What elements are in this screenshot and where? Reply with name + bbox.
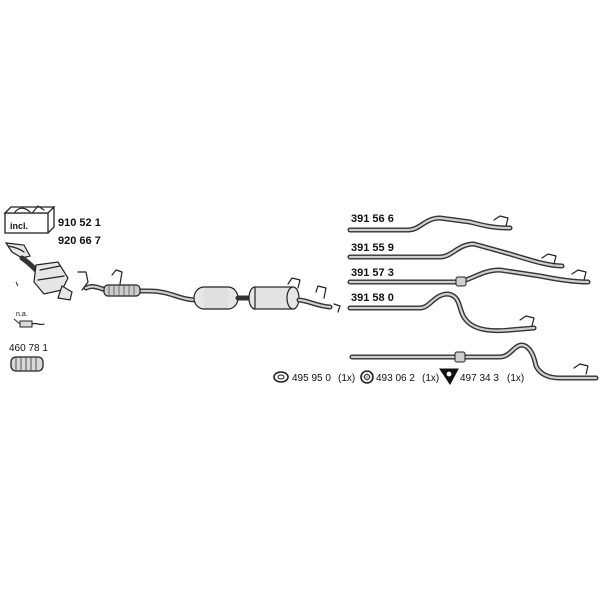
fitting-qty: (1x): [422, 373, 439, 384]
tailpipe-part-number: 391 58 0: [351, 292, 394, 304]
tailpipe-391-56-6-icon: [347, 215, 513, 233]
kit-part-number: 920 66 7: [58, 235, 101, 247]
mounting-kit-box-icon: incl.: [3, 205, 56, 234]
gasket-ring-icon: [360, 370, 374, 384]
tailpipe-391-57-3-icon: [347, 267, 591, 287]
kit-part-number: 910 52 1: [58, 217, 101, 229]
rear-pipe-icon: [349, 342, 599, 381]
hanger-mount-icon: [439, 368, 459, 385]
tailpipe-part-number: 391 57 3: [351, 267, 394, 279]
lambda-sensor-icon: [13, 318, 45, 328]
flex-clamp-icon: [10, 356, 44, 372]
fitting-qty: (1x): [338, 373, 355, 384]
clamp-part-number: 460 78 1: [9, 343, 48, 354]
tailpipe-part-number: 391 56 6: [351, 213, 394, 225]
sensor-na-label: n.a.: [16, 311, 28, 318]
tailpipe-391-58-0-icon: [347, 291, 537, 334]
rubber-ring-icon: [273, 371, 289, 383]
tailpipe-391-55-9-icon: [347, 241, 565, 269]
main-exhaust-assembly-icon: [77, 269, 341, 313]
fitting-part-number: 493 06 2: [376, 373, 415, 384]
fitting-part-number: 497 34 3: [460, 373, 499, 384]
fitting-qty: (1x): [507, 373, 524, 384]
tailpipe-part-number: 391 55 9: [351, 242, 394, 254]
fitting-part-number: 495 95 0: [292, 373, 331, 384]
catalytic-converter-icon: [4, 242, 73, 301]
kit-incl-label: incl.: [10, 221, 28, 231]
